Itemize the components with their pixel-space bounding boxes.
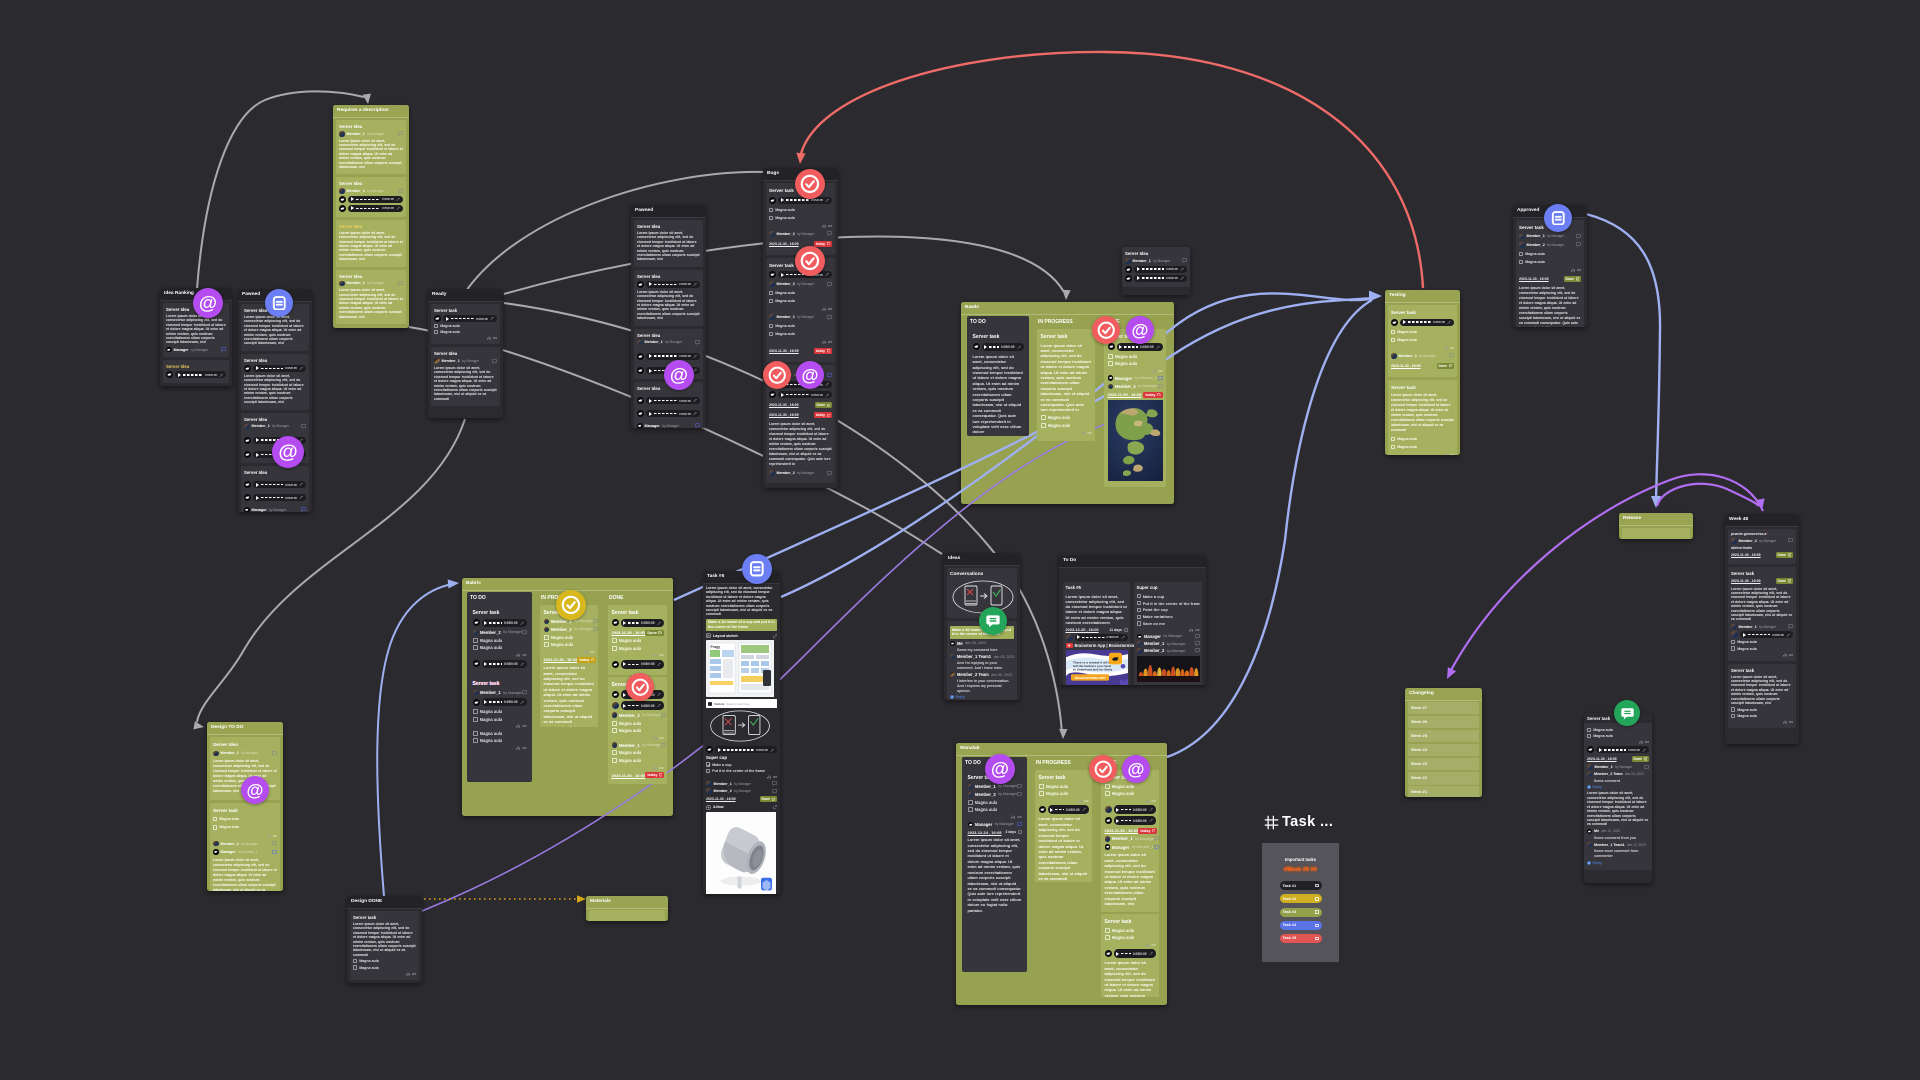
svg-text:to download and for likely: to download and for likely <box>1073 668 1113 672</box>
svg-text:Frogy: Frogy <box>711 645 721 649</box>
svg-text:BRAINSTORM APP: BRAINSTORM APP <box>1075 676 1107 680</box>
